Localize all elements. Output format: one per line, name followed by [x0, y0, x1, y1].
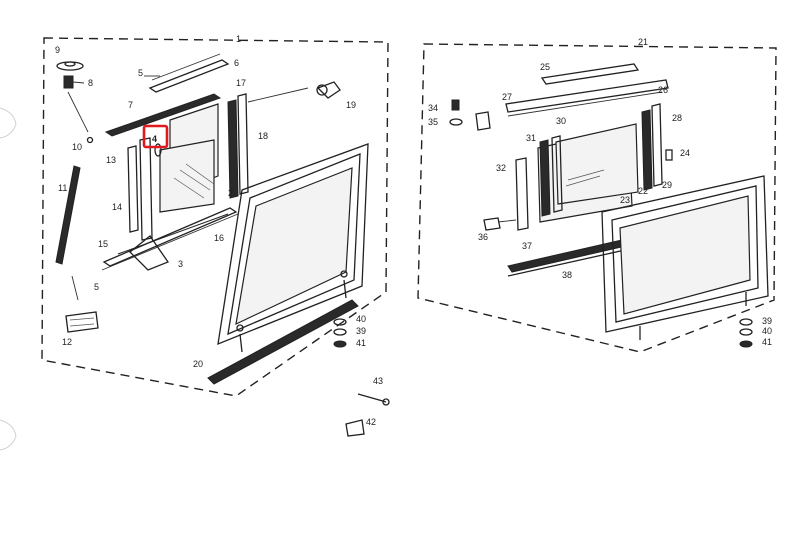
part-labels: 1 9 8 6 5 17 19 7 18 10 13 4 11 14 2 15 … — [55, 34, 772, 427]
part-14-post — [127, 145, 139, 233]
part-24-clip — [665, 149, 673, 161]
label-part: 37 — [522, 241, 532, 251]
left-assembly — [41, 37, 390, 437]
label-part: 24 — [680, 148, 690, 158]
label-part: 9 — [55, 45, 60, 55]
part-29-upright — [651, 103, 663, 187]
left-assembly-boundary — [41, 37, 389, 397]
part-25-rail — [540, 63, 640, 85]
left-door-glass — [235, 167, 353, 326]
right-door-glass — [619, 195, 751, 315]
part-40-washer — [333, 318, 347, 326]
label-part: 8 — [88, 78, 93, 88]
label-assembly-left: 1 — [236, 34, 241, 44]
part-27-rail — [505, 79, 669, 113]
part-41-nut — [739, 340, 753, 348]
part-39-washer — [739, 318, 753, 326]
part-39-washer — [333, 328, 347, 336]
part-10-pin — [86, 136, 94, 144]
part-30-strip — [551, 135, 563, 213]
label-part: 39 — [762, 316, 772, 326]
highlight-box — [142, 124, 169, 149]
part-8-screw — [63, 75, 74, 89]
label-part: 38 — [562, 270, 572, 280]
label-part: 43 — [373, 376, 383, 386]
label-part: 27 — [502, 92, 512, 102]
part-34-screw — [451, 99, 460, 111]
part-3-bracket — [129, 235, 169, 271]
label-part: 18 — [258, 131, 268, 141]
right-assembly — [417, 43, 777, 353]
part-18-upright — [237, 93, 249, 195]
part-2-glass — [159, 139, 215, 213]
label-part: 19 — [346, 100, 356, 110]
label-part: 14 — [112, 202, 122, 212]
label-part: 26 — [658, 85, 668, 95]
scan-mark — [0, 107, 17, 139]
label-part: 30 — [556, 116, 566, 126]
label-part: 6 — [234, 58, 239, 68]
label-part: 32 — [496, 163, 506, 173]
part-13-post — [139, 137, 153, 241]
part-12-hinge — [65, 311, 99, 333]
scan-mark — [0, 419, 17, 451]
label-part: 40 — [356, 314, 366, 324]
label-part: 23 — [620, 195, 630, 205]
part-4-bracket — [154, 143, 162, 157]
label-part: 28 — [672, 113, 682, 123]
right-assembly-boundary — [417, 43, 777, 353]
label-part: 2 — [228, 188, 233, 198]
label-part: 42 — [366, 417, 376, 427]
label-part: 35 — [428, 117, 438, 127]
label-part: 17 — [236, 78, 246, 88]
part-36-hinge — [483, 217, 501, 231]
label-part: 40 — [762, 326, 772, 336]
left-door-frame — [217, 143, 369, 346]
label-part: 15 — [98, 239, 108, 249]
label-part: 41 — [762, 337, 772, 347]
part-22-glass — [555, 123, 639, 205]
label-part: 16 — [214, 233, 224, 243]
label-part: 3 — [178, 259, 183, 269]
label-part: 12 — [62, 337, 72, 347]
label-part: 22 — [638, 186, 648, 196]
bracket — [475, 111, 491, 131]
label-part: 5 — [138, 68, 143, 78]
label-part: 36 — [478, 232, 488, 242]
part-35-washer — [449, 118, 463, 126]
part-32-post — [515, 157, 529, 231]
part-28-upright — [641, 109, 653, 191]
part-6-rail — [148, 59, 230, 93]
part-20-rail — [207, 299, 359, 385]
part-42-catch — [345, 419, 365, 437]
label-part: 29 — [662, 180, 672, 190]
label-part-highlighted: 4 — [152, 134, 157, 144]
part-41-nut — [333, 340, 347, 348]
label-part: 41 — [356, 338, 366, 348]
part-40-washer — [739, 328, 753, 336]
right-door-frame — [601, 175, 769, 333]
label-part: 20 — [193, 359, 203, 369]
part-31-strip — [539, 139, 551, 217]
part-43-bolt — [357, 393, 387, 403]
label-part: 31 — [526, 133, 536, 143]
part-7-strip — [104, 93, 222, 137]
part-16-rail — [102, 207, 238, 267]
part-11-strip — [55, 165, 81, 265]
label-part: 34 — [428, 103, 438, 113]
label-part: 11 — [58, 183, 67, 193]
label-part: 10 — [72, 142, 82, 152]
label-part: 5 — [94, 282, 99, 292]
label-part: 25 — [540, 62, 550, 72]
label-part: 13 — [106, 155, 116, 165]
part-17-upright — [227, 99, 239, 199]
label-part: 39 — [356, 326, 366, 336]
label-assembly-right: 21 — [638, 37, 648, 47]
label-part: 7 — [128, 100, 133, 110]
